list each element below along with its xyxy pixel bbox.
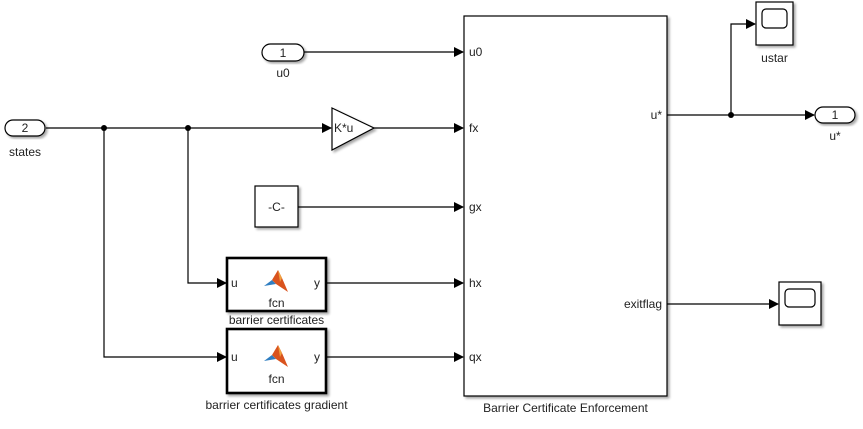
outport-ustar[interactable]: 1 u* — [814, 106, 856, 143]
port-label-gx: gx — [469, 200, 482, 214]
fcn-block-barrier-certificates-gradient[interactable]: u y fcn barrier certificates gradient — [205, 327, 348, 412]
wires — [46, 19, 815, 362]
inport-u0[interactable]: 1 u0 — [261, 43, 305, 80]
port-label-exitflag: exitflag — [624, 297, 662, 311]
outport-number: 1 — [832, 108, 839, 122]
port-label-hx: hx — [469, 276, 482, 290]
scope-icon — [761, 8, 788, 29]
inport-number: 1 — [280, 46, 287, 60]
wire-states-to-bc[interactable] — [187, 128, 227, 288]
constant-text: -C- — [268, 200, 285, 214]
constant-block[interactable]: -C- — [254, 185, 299, 228]
gain-block[interactable]: K*u — [331, 107, 376, 151]
block-label: barrier certificates — [229, 313, 324, 327]
port-label-u0: u0 — [469, 45, 483, 59]
scope-ustar[interactable]: ustar — [755, 1, 794, 65]
port-label-in: u — [231, 350, 238, 364]
fcn-text: fcn — [268, 372, 284, 386]
scope-icon — [784, 288, 816, 308]
port-label-fx: fx — [469, 121, 478, 135]
port-label-qx: qx — [469, 350, 482, 364]
port-label-out: y — [314, 350, 320, 364]
port-label-out: y — [314, 276, 320, 290]
inport-label: states — [9, 145, 41, 159]
inport-number: 2 — [22, 121, 29, 135]
scope-exitflag[interactable] — [778, 281, 822, 326]
wire-states-to-bcg[interactable] — [103, 128, 227, 362]
port-label-in: u — [231, 276, 238, 290]
subsystem-barrier-certificate-enforcement[interactable]: u0 fx gx hx qx u* exitflag Barrier Certi… — [463, 15, 668, 415]
gain-text: K*u — [334, 121, 353, 135]
inport-states[interactable]: 2 states — [4, 119, 46, 159]
outport-label: u* — [829, 129, 841, 143]
port-label-ustar: u* — [651, 108, 663, 122]
fcn-text: fcn — [268, 296, 284, 310]
block-label: barrier certificates gradient — [205, 398, 348, 412]
fcn-block-barrier-certificates[interactable]: u y fcn barrier certificates — [225, 256, 328, 327]
wire-ustar-to-scope[interactable] — [730, 19, 756, 115]
block-label: ustar — [761, 51, 788, 65]
block-label: Barrier Certificate Enforcement — [483, 401, 648, 415]
inport-label: u0 — [276, 66, 290, 80]
